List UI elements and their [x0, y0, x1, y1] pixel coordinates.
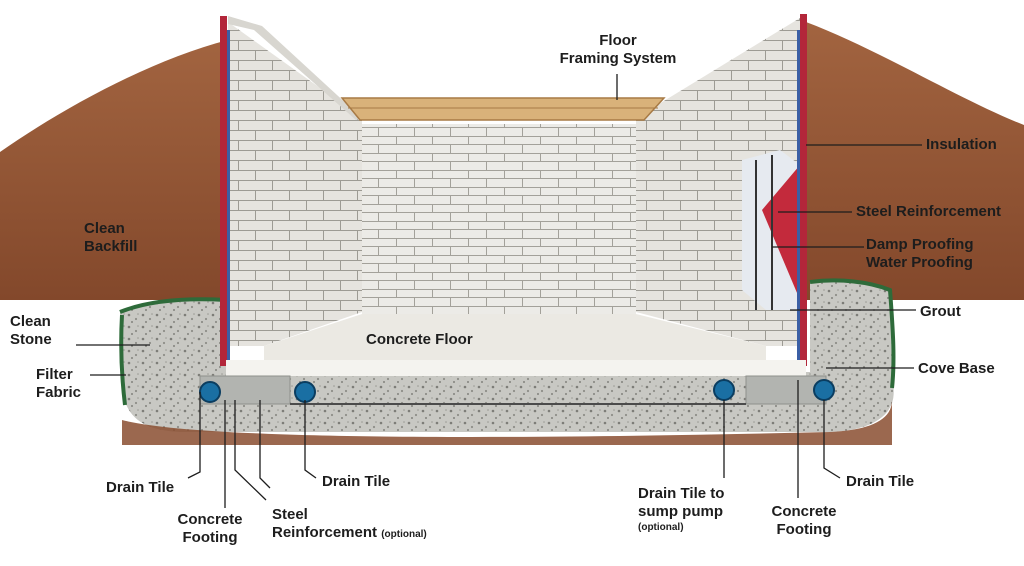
label-floor-framing: Floor Framing System — [559, 32, 677, 67]
insulation-board-left — [220, 16, 227, 366]
label-clean-backfill: Clean Backfill — [84, 220, 138, 255]
label-insulation: Insulation — [926, 136, 997, 153]
label-concrete-footing-right: Concrete Footing — [771, 503, 837, 538]
insulation-board-right — [800, 14, 807, 366]
filter-fabric-left — [119, 297, 227, 406]
label-damp-water-proofing: Damp Proofing Water Proofing — [866, 236, 974, 271]
label-drain-tile-right: Drain Tile — [846, 473, 915, 490]
label-cove-base: Cove Base — [918, 360, 995, 377]
left-wall-top — [228, 16, 362, 120]
optional-note: (optional) — [638, 522, 684, 533]
label-grout: Grout — [920, 303, 961, 320]
soil-bottom — [122, 400, 892, 445]
optional-note: (optional) — [381, 529, 427, 540]
label-filter-fabric: Filter Fabric — [36, 366, 82, 401]
soil-backfill-left — [0, 40, 228, 300]
concrete-floor — [264, 314, 766, 360]
label-concrete-footing-left: Concrete Footing — [177, 511, 243, 546]
leader-lines — [76, 74, 922, 508]
label-clean-stone: Clean Stone — [10, 313, 52, 348]
label-steel-reinforcement-right: Steel Reinforcement — [856, 203, 1002, 220]
drain-tiles — [199, 379, 835, 403]
label-steel-reinforcement-bottom: Steel Reinforcement (optional) — [272, 506, 427, 541]
label-concrete-floor: Concrete Floor — [366, 331, 473, 348]
soil-backfill-right — [806, 22, 1024, 300]
filter-fabric-right — [809, 278, 896, 389]
floor-framing — [340, 97, 666, 121]
left-wall-face — [228, 22, 362, 346]
label-drain-tile-left-inner: Drain Tile — [322, 473, 391, 490]
label-drain-tile-sump: Drain Tile to sump pump (optional) — [638, 485, 725, 533]
back-wall-face — [362, 124, 636, 314]
label-drain-tile-left-outer: Drain Tile — [106, 479, 175, 496]
